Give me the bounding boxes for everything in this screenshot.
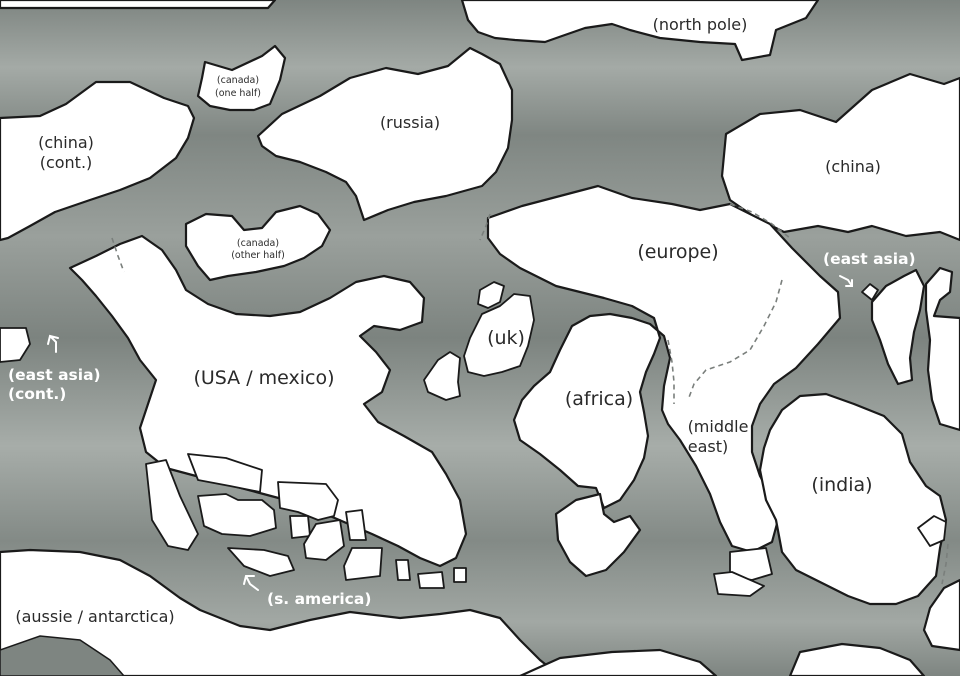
island-east-asia-cont xyxy=(0,327,31,363)
landmass-east-asia xyxy=(870,268,926,386)
landmass-aussie-antarctica xyxy=(0,548,562,676)
label-china: (china) xyxy=(825,157,881,176)
island-uk-north xyxy=(477,281,505,309)
island-samerica-11 xyxy=(417,571,445,589)
label-china-cont-2: (cont.) xyxy=(40,153,93,172)
arrow-east-asia xyxy=(839,275,853,287)
label-s-america: (s. america) xyxy=(267,590,371,608)
arrow-east-asia-cont xyxy=(47,334,59,353)
island-uk-main xyxy=(463,293,535,377)
label-canada-other-half-2: (other half) xyxy=(231,250,285,261)
label-uk: (uk) xyxy=(487,327,525,349)
arrow-s-america xyxy=(243,575,259,591)
label-india: (india) xyxy=(811,474,872,496)
border-usa-russia xyxy=(111,237,125,273)
landmass-south-africa xyxy=(554,492,642,578)
landmass-bottom-right xyxy=(788,642,926,676)
ocean-patch-bottom-left xyxy=(0,635,125,676)
label-east-asia: (east asia) xyxy=(823,250,916,268)
island-samerica-3 xyxy=(197,493,277,537)
label-north-pole: (north pole) xyxy=(653,15,748,34)
label-canada-other-half-1: (canada) xyxy=(237,238,279,249)
label-canada-one-half-1: (canada) xyxy=(217,75,259,86)
island-india-east xyxy=(917,515,947,547)
island-samerica-10 xyxy=(395,559,411,581)
landmass-north-pole xyxy=(460,0,820,62)
label-aussie-antarctica: (aussie / antarctica) xyxy=(15,607,174,626)
landmass-canada-one-half xyxy=(196,44,287,112)
label-east-asia-cont-1: (east asia) xyxy=(8,366,101,384)
island-samerica-5 xyxy=(289,515,311,539)
label-middle-east-1: (middle xyxy=(688,417,749,436)
island-samerica-8 xyxy=(227,547,295,577)
landmass-top-left xyxy=(0,0,277,10)
landmass-right-edge-lower xyxy=(922,578,960,652)
island-samerica-4 xyxy=(277,481,339,521)
label-china-cont-1: (china) xyxy=(38,133,94,152)
island-ireland xyxy=(423,351,461,401)
label-east-asia-cont-2: (cont.) xyxy=(8,385,66,403)
island-small-south xyxy=(713,571,765,597)
island-samerica-1 xyxy=(145,459,199,551)
landmass-india xyxy=(758,392,948,606)
label-canada-one-half-2: (one half) xyxy=(215,88,261,99)
landmass-canada-other-half xyxy=(184,204,332,282)
border-europe-china xyxy=(729,203,791,239)
island-samerica-7 xyxy=(345,509,367,541)
label-usa-mexico: (USA / mexico) xyxy=(193,367,334,389)
island-samerica-6 xyxy=(303,519,345,561)
label-europe: (europe) xyxy=(637,241,718,263)
label-africa: (africa) xyxy=(565,388,633,410)
border-europe-middle-east xyxy=(687,279,783,401)
landmass-bottom-middle xyxy=(518,648,718,676)
landmass-east-asia-right xyxy=(924,266,960,432)
landmass-russia xyxy=(256,46,514,222)
label-russia: (russia) xyxy=(380,113,440,132)
landmass-usa-mexico xyxy=(68,234,468,568)
island-east-asia-small xyxy=(861,283,879,301)
border-india-right xyxy=(941,543,949,585)
island-samerica-12 xyxy=(453,567,467,583)
island-samerica-9 xyxy=(343,547,383,581)
label-middle-east-2: east) xyxy=(688,437,729,456)
island-samerica-2 xyxy=(187,453,263,493)
border-europe-russia xyxy=(479,213,491,241)
landmass-europe-africa xyxy=(486,184,842,554)
border-africa-middle-east xyxy=(667,339,675,404)
landmass-china-cont xyxy=(0,80,196,242)
